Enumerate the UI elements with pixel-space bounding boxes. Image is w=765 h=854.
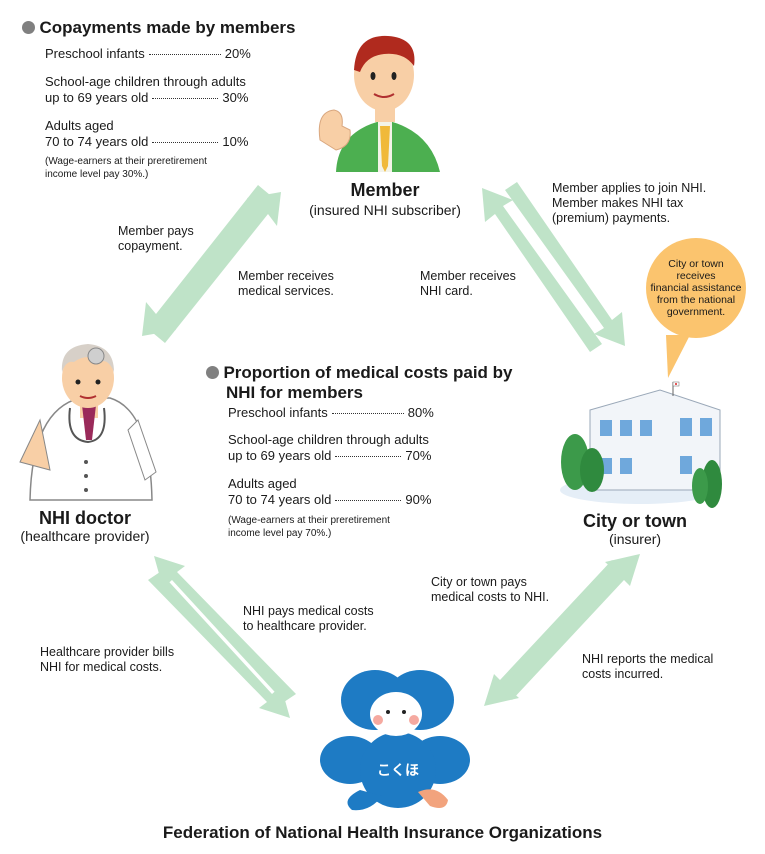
bubble-tail <box>666 335 690 378</box>
flow-receives-card: Member receives NHI card. <box>420 269 516 298</box>
federation-title: Federation of National Health Insurance … <box>162 823 603 842</box>
arrow-federation-to-doctor <box>154 556 296 702</box>
arrow-doctor-to-member <box>153 192 281 343</box>
copayments-title: Copayments made by members <box>39 18 296 37</box>
arrow-city-to-member <box>482 188 602 352</box>
doctor-title: NHI doctor <box>39 508 131 528</box>
proportion-section: Proportion of medical costs paid by <box>206 363 513 383</box>
mascot-text: こくほ <box>377 762 419 778</box>
proportion-title-2: NHI for members <box>226 383 363 402</box>
flow-nhi-pays: NHI pays medical costs to healthcare pro… <box>243 604 374 633</box>
flow-city-pays: City or town pays medical costs to NHI. <box>431 575 550 604</box>
financial-assistance-bubble: City or town receives financial assistan… <box>646 238 746 338</box>
prop-row-school: School-age children through adults up to… <box>228 432 432 463</box>
arrow-member-to-city <box>505 182 625 346</box>
member-title: Member <box>350 180 420 200</box>
flow-provider-bills: Healthcare provider bills NHI for medica… <box>40 645 175 674</box>
flow-nhi-reports: NHI reports the medical costs incurred. <box>582 652 714 681</box>
city-subtitle: (insurer) <box>608 531 662 547</box>
bullet-icon <box>206 366 219 379</box>
member-subtitle: (insured NHI subscriber) <box>309 202 461 218</box>
arrow-federation-to-city <box>500 554 640 700</box>
arrow-member-to-doctor <box>142 185 270 336</box>
flow-applies: Member applies to join NHI. Member makes… <box>552 181 707 225</box>
flow-receives-services: Member receives medical services. <box>238 269 334 298</box>
flow-member-pays: Member pays copayment. <box>118 224 194 253</box>
arrow-doctor-to-federation <box>148 572 290 718</box>
copay-note: (Wage-earners at their preretirement inc… <box>45 156 207 180</box>
city-title: City or town <box>583 511 687 531</box>
copay-row-school: School-age children through adults up to… <box>45 74 249 105</box>
proportion-title-1: Proportion of medical costs paid by <box>223 363 513 382</box>
bullet-icon <box>22 21 35 34</box>
doctor-subtitle: (healthcare provider) <box>20 528 150 544</box>
proportion-note: (Wage-earners at their preretirement inc… <box>228 515 390 539</box>
copayments-section: Copayments made by members <box>22 18 296 38</box>
